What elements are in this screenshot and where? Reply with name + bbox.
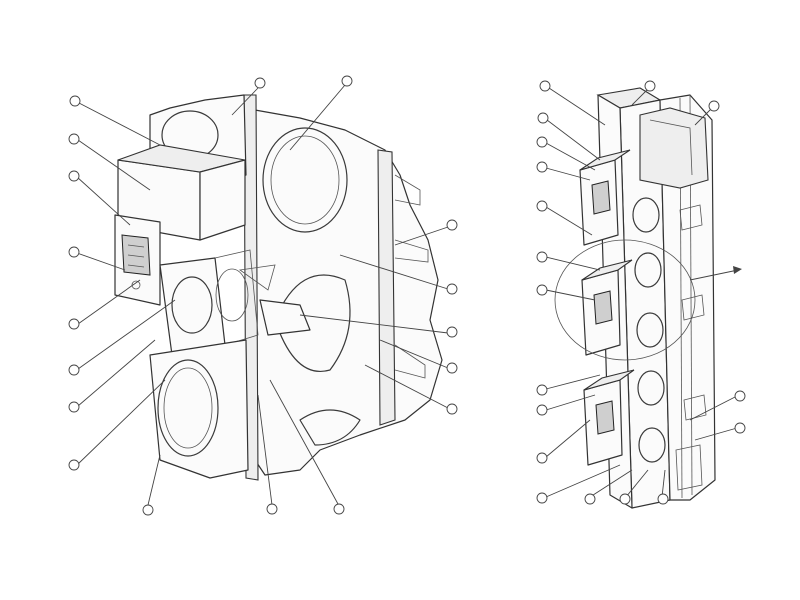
rear-opening-1 bbox=[262, 127, 348, 233]
callout-bubble bbox=[446, 219, 458, 231]
callout-bubble bbox=[68, 246, 80, 258]
callout-bubble bbox=[536, 136, 548, 148]
column-hole-2 bbox=[634, 252, 662, 288]
callout-bubble bbox=[266, 503, 278, 515]
detail-circle bbox=[554, 239, 696, 361]
callout-bubble bbox=[68, 318, 80, 330]
callout-bubble bbox=[142, 504, 154, 516]
callout-bubble bbox=[536, 284, 548, 296]
callout-bubble bbox=[536, 492, 548, 504]
rear-opening-3 bbox=[299, 409, 361, 446]
callout-bubble bbox=[536, 251, 548, 263]
callout-bubble bbox=[254, 77, 266, 89]
column-hole-4 bbox=[637, 370, 665, 406]
rear-opening-2 bbox=[274, 274, 351, 372]
mounting-bracket bbox=[259, 299, 311, 336]
left-callouts bbox=[68, 75, 458, 516]
callout-bubble bbox=[536, 452, 548, 464]
callout-bubble bbox=[68, 364, 80, 376]
callout-bubble bbox=[69, 95, 81, 107]
callout-bubble bbox=[536, 161, 548, 173]
callout-bubble bbox=[644, 80, 656, 92]
callout-bubble bbox=[584, 493, 596, 505]
callout-bubble bbox=[68, 170, 80, 182]
callout-bubble bbox=[536, 384, 548, 396]
lower-opening-inner bbox=[163, 367, 213, 449]
callout-bubble bbox=[708, 100, 720, 112]
callout-bubble bbox=[68, 459, 80, 471]
connector-plug bbox=[121, 234, 151, 276]
detail-arrow-head bbox=[733, 266, 742, 274]
callout-bubble bbox=[68, 133, 80, 145]
callout-bubble bbox=[341, 75, 353, 87]
callout-bubble bbox=[619, 493, 631, 505]
callout-bubble bbox=[657, 493, 669, 505]
frame-square bbox=[159, 257, 226, 356]
rear-rib bbox=[377, 149, 396, 426]
callout-bubble bbox=[446, 403, 458, 415]
callout-bubble bbox=[734, 422, 746, 434]
detail-arrow-line bbox=[689, 269, 739, 281]
right-callouts bbox=[536, 80, 746, 505]
top-bracket bbox=[639, 107, 709, 189]
column-hole-1 bbox=[632, 197, 660, 233]
housing-box-side bbox=[199, 159, 246, 241]
callout-bubble bbox=[536, 200, 548, 212]
callout-bubble bbox=[537, 112, 549, 124]
rear-opening-1-inner bbox=[270, 135, 340, 225]
frame-hole bbox=[171, 276, 213, 334]
callout-bubble bbox=[734, 390, 746, 402]
front-panel-lower bbox=[149, 339, 249, 479]
callout-bubble bbox=[536, 404, 548, 416]
left-exploded-assembly bbox=[114, 94, 443, 481]
right-column-assembly bbox=[554, 87, 742, 509]
callout-bubble bbox=[446, 283, 458, 295]
callout-bubble bbox=[68, 401, 80, 413]
callout-bubble bbox=[333, 503, 345, 515]
lower-opening bbox=[157, 359, 219, 457]
callout-bubble bbox=[539, 80, 551, 92]
column-hole-3 bbox=[636, 312, 664, 348]
callout-bubble bbox=[446, 326, 458, 338]
frame-hole-rear bbox=[215, 268, 249, 322]
column-hole-5 bbox=[638, 427, 666, 463]
callout-bubble bbox=[446, 362, 458, 374]
